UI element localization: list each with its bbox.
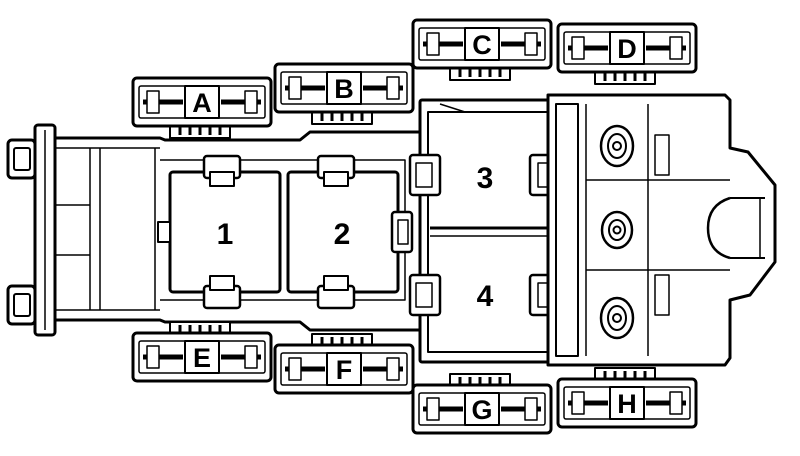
relay-2-label: 2 [334, 218, 351, 251]
terminal-stud-middle [600, 210, 634, 250]
fuse-h-label: H [617, 389, 637, 419]
fuse-e-label: E [193, 343, 211, 373]
fuse-g-label: G [471, 395, 492, 425]
relay-housing-right [418, 98, 557, 364]
terminal-connector-block [546, 93, 777, 367]
fuse-c-label: C [472, 30, 492, 60]
terminal-stud-top [599, 124, 635, 168]
relay-3-label: 3 [477, 162, 494, 195]
terminal-stud-bottom [599, 296, 635, 340]
fuse-f-label: F [336, 355, 353, 385]
fuse-d-label: D [617, 34, 637, 64]
relay-1 [157, 154, 282, 310]
fuse-b-label: B [334, 74, 354, 104]
relay-2 [286, 154, 414, 310]
relay-1-label: 1 [217, 218, 234, 251]
relay-4-label: 4 [477, 280, 494, 313]
mounting-flange [6, 123, 57, 337]
fuse-a-label: A [192, 88, 212, 118]
